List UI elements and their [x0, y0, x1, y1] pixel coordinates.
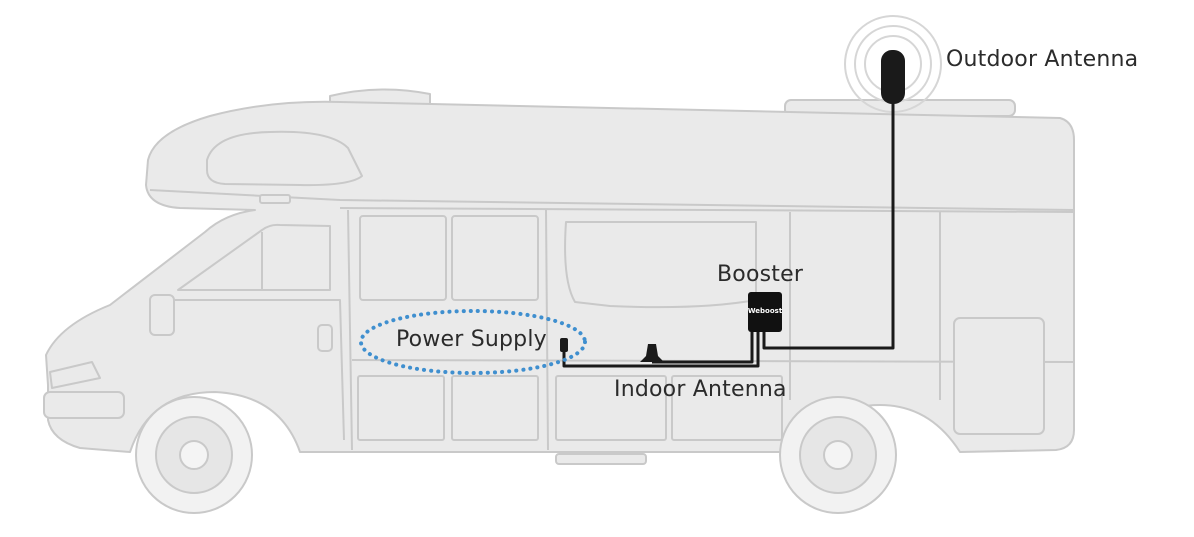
indoor-cable — [652, 330, 754, 364]
roof-light — [259, 194, 291, 204]
outdoor-cable — [762, 104, 895, 350]
side-window-large — [564, 221, 757, 309]
rv-body — [43, 88, 1075, 465]
rv-silhouette — [45, 100, 1075, 453]
side-window-2 — [451, 215, 539, 301]
booster-label: Booster — [717, 262, 804, 287]
seam-lines — [347, 209, 941, 451]
cab-door — [168, 299, 345, 441]
overhang-cap — [206, 130, 363, 187]
body-line — [339, 207, 1075, 213]
lower-panel-2 — [451, 375, 539, 441]
side-window-1 — [359, 215, 447, 301]
power-supply-label: Power Supply — [396, 327, 547, 352]
indoor-antenna-label: Indoor Antenna — [614, 377, 787, 402]
power-cable — [562, 330, 760, 368]
cables — [562, 104, 895, 368]
headlight — [49, 361, 101, 389]
roof-hump — [329, 88, 431, 105]
door-handle — [317, 324, 333, 352]
mirror — [149, 294, 175, 336]
overhang-line — [149, 189, 1075, 211]
step — [555, 453, 647, 465]
outdoor-antenna-icon — [881, 50, 905, 104]
indoor-antenna-icon — [640, 344, 664, 362]
lower-panel-3 — [555, 375, 667, 441]
bumper — [43, 391, 125, 419]
power-supply-highlight — [359, 309, 587, 375]
outdoor-antenna-label: Outdoor Antenna — [946, 47, 1139, 72]
power-plug-icon — [560, 338, 568, 352]
booster-device — [748, 292, 782, 332]
front-wheel — [135, 396, 253, 514]
rear-wheel — [779, 396, 897, 514]
storage-hatch — [953, 317, 1045, 435]
lower-panel-1 — [357, 375, 445, 441]
lower-panel-4 — [671, 375, 783, 441]
booster-brand: Weboost — [748, 307, 783, 315]
cab-window — [177, 223, 331, 291]
